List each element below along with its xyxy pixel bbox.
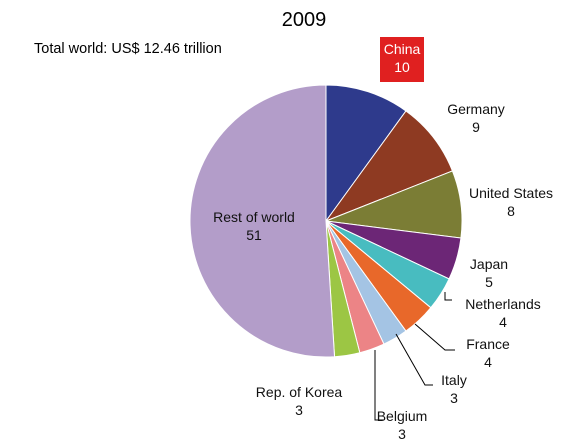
chart-subtitle: Total world: US$ 12.46 trillion bbox=[34, 41, 222, 57]
slice-value: 10 bbox=[394, 59, 410, 75]
slice-label-japan: Japan 5 bbox=[470, 256, 508, 290]
slice-name: Italy bbox=[441, 372, 467, 388]
chart-title: 2009 bbox=[282, 9, 327, 31]
slice-value: 3 bbox=[295, 402, 303, 418]
slice-value: 3 bbox=[398, 426, 406, 442]
slice-name: Netherlands bbox=[465, 296, 541, 312]
leader-line-italy bbox=[395, 333, 433, 386]
slice-label-united-states: United States 8 bbox=[469, 185, 553, 219]
slice-value: 5 bbox=[485, 274, 493, 290]
slice-name: Germany bbox=[447, 101, 505, 117]
slice-name: United States bbox=[469, 185, 553, 201]
slice-name: Japan bbox=[470, 256, 508, 272]
slice-name: China bbox=[384, 41, 421, 57]
pie-slices bbox=[189, 84, 463, 358]
slice-value: 9 bbox=[472, 119, 480, 135]
slice-label-france: France 4 bbox=[466, 336, 510, 370]
slice-name: Belgium bbox=[377, 408, 428, 424]
slice-label-germany: Germany 9 bbox=[447, 101, 505, 135]
pie-slice-china bbox=[325, 84, 407, 223]
slice-value: 51 bbox=[246, 227, 262, 243]
leader-line-belgium bbox=[374, 350, 383, 421]
highlight-box bbox=[380, 37, 424, 82]
slice-label-italy: Italy 3 bbox=[441, 372, 467, 406]
slice-name: Rep. of Korea bbox=[256, 384, 343, 400]
slice-value: 3 bbox=[450, 390, 458, 406]
slice-name: Rest of world bbox=[213, 209, 295, 225]
leader-lines bbox=[374, 292, 455, 421]
slice-value: 4 bbox=[499, 314, 507, 330]
slice-name: France bbox=[466, 336, 510, 352]
leader-line-netherlands bbox=[444, 292, 452, 301]
slice-label-netherlands: Netherlands 4 bbox=[465, 296, 541, 330]
slice-label-china: China 10 bbox=[380, 37, 424, 82]
slice-label-belgium: Belgium 3 bbox=[377, 408, 428, 442]
leader-line-france bbox=[414, 323, 455, 351]
slice-label-rest-of-world: Rest of world 51 bbox=[213, 209, 295, 243]
slice-label-rep-of-korea: Rep. of Korea 3 bbox=[256, 384, 343, 418]
slice-value: 8 bbox=[507, 203, 515, 219]
pie-slice-rest-of-world bbox=[189, 84, 336, 358]
slice-value: 4 bbox=[484, 354, 492, 370]
